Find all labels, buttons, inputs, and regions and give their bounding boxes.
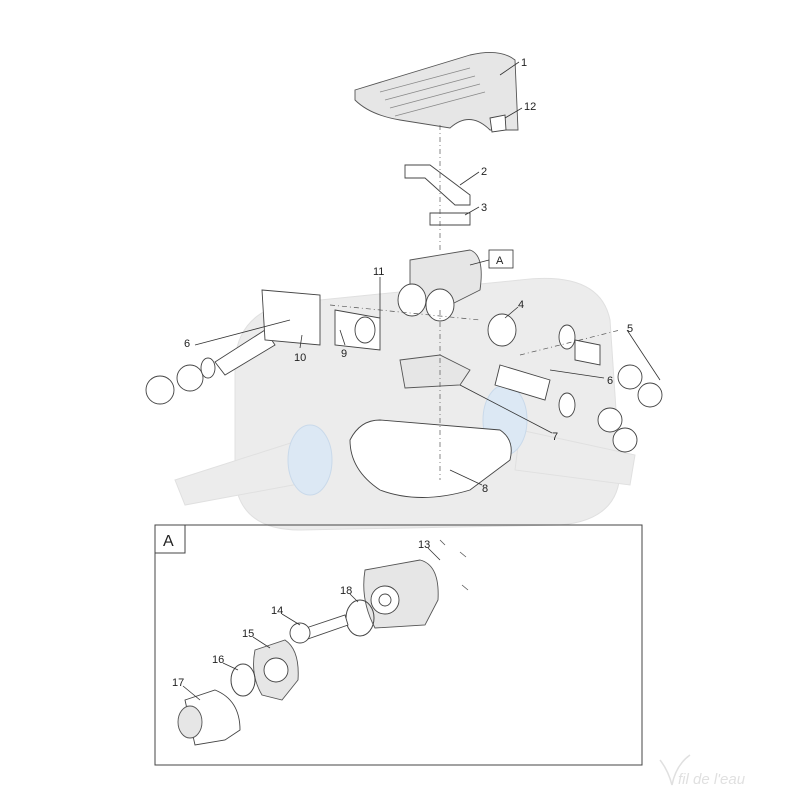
- callout-15: 15: [242, 628, 254, 640]
- callout-13: 13: [418, 539, 430, 551]
- callout-1: 1: [521, 57, 527, 69]
- part-clip: [429, 212, 471, 226]
- part-cover: [354, 51, 519, 133]
- part-hose-left: [145, 289, 381, 405]
- callout-11: 11: [373, 266, 384, 278]
- detail-box-a: A: [154, 524, 643, 766]
- part-motor-assembly: [397, 249, 482, 322]
- callout-8: 8: [482, 483, 488, 495]
- leader-lines: [194, 61, 661, 486]
- part-switch: [399, 354, 471, 389]
- watermark-logo: fil de l'eau: [659, 754, 746, 788]
- callout-6-left: 6: [184, 338, 190, 350]
- part-housing: [349, 419, 512, 498]
- callout-5: 5: [627, 323, 633, 335]
- callout-14: 14: [271, 605, 283, 617]
- callout-10: 10: [294, 352, 306, 364]
- callout-18: 18: [340, 585, 352, 597]
- callout-17: 17: [172, 677, 184, 689]
- part-hose-right: [487, 313, 663, 453]
- callout-4: 4: [518, 299, 524, 311]
- callout-3: 3: [481, 202, 487, 214]
- callout-6-right: 6: [607, 375, 613, 387]
- part-bracket: [404, 164, 471, 206]
- detail-box-label: A: [163, 533, 174, 550]
- assembly-ref-label: A: [496, 255, 504, 267]
- callout-2: 2: [481, 166, 487, 178]
- callout-9: 9: [341, 348, 347, 360]
- watermark-text: fil de l'eau: [678, 771, 746, 788]
- callout-16: 16: [212, 654, 224, 666]
- callout-7: 7: [552, 431, 558, 443]
- assembly-axes: [329, 125, 621, 480]
- assembly-ref-box: [488, 249, 514, 269]
- callout-12: 12: [524, 101, 536, 113]
